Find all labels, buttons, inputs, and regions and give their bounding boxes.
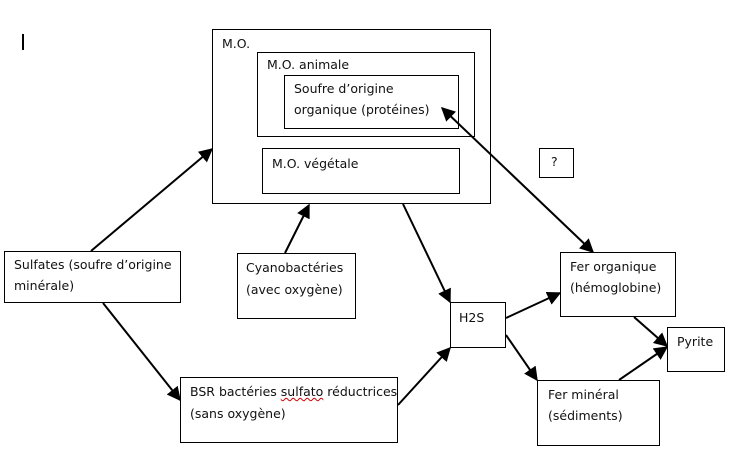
- edge-fer-mineral-to-pyrite: [618, 346, 669, 381]
- edge-sulfates-to-mo: [90, 148, 214, 252]
- node-h2s-label: H2S: [459, 310, 485, 325]
- node-soufre-organique-line1: Soufre d’origine: [294, 81, 394, 96]
- edge-sulfates-to-bsr: [102, 302, 181, 402]
- edge-fer-organique-soufre: [440, 107, 595, 253]
- node-h2s: [450, 302, 506, 348]
- node-mo-label: M.O.: [222, 36, 251, 51]
- node-sulfates: [4, 251, 181, 303]
- node-soufre-organique: [284, 75, 459, 129]
- node-bsr-line1-c: réductrices: [323, 384, 398, 399]
- node-fer-organique-line2: (hémoglobine): [570, 280, 662, 295]
- node-sulfates-line1: Sulfates (soufre d’origine: [14, 257, 172, 272]
- node-soufre-organique-line2: organique (protéines): [294, 102, 430, 117]
- node-bsr-line1: BSR bactéries sulfato réductrices: [190, 381, 397, 403]
- node-sulfates-line2: minérale): [14, 278, 75, 293]
- node-cyanobacteries-line1: Cyanobactéries: [246, 260, 344, 275]
- node-mo-animale: [257, 52, 475, 137]
- node-mo-vegetale-label: M.O. végétale: [272, 156, 359, 171]
- node-cyanobacteries: [237, 253, 356, 319]
- text-cursor: [22, 34, 24, 50]
- node-fer-organique-line1: Fer organique: [570, 259, 657, 274]
- edge-fer-organique-to-pyrite: [633, 316, 669, 347]
- edge-h2s-to-fer-organique: [505, 291, 562, 319]
- node-bsr-spellcheck-word: sulfato: [280, 384, 324, 399]
- node-fer-mineral-line1: Fer minéral: [548, 387, 619, 402]
- node-fer-organique: [560, 252, 676, 317]
- node-bsr: [180, 377, 398, 443]
- node-fer-mineral: [537, 380, 660, 446]
- edge-mo-to-h2s: [402, 203, 451, 304]
- node-cyanobacteries-line2: (avec oxygène): [246, 282, 343, 297]
- node-fer-mineral-line2: (sédiments): [548, 408, 623, 423]
- edge-cyano-to-mo: [284, 203, 310, 254]
- edge-bsr-to-h2s: [397, 346, 451, 406]
- node-pyrite-label: Pyrite: [677, 334, 714, 349]
- edge-h2s-to-fer-mineral: [505, 334, 538, 382]
- node-bsr-line2: (sans oxygène): [190, 406, 286, 421]
- node-bsr-line1-a: BSR bactéries: [190, 384, 281, 399]
- node-mo-animale-label: M.O. animale: [267, 57, 350, 72]
